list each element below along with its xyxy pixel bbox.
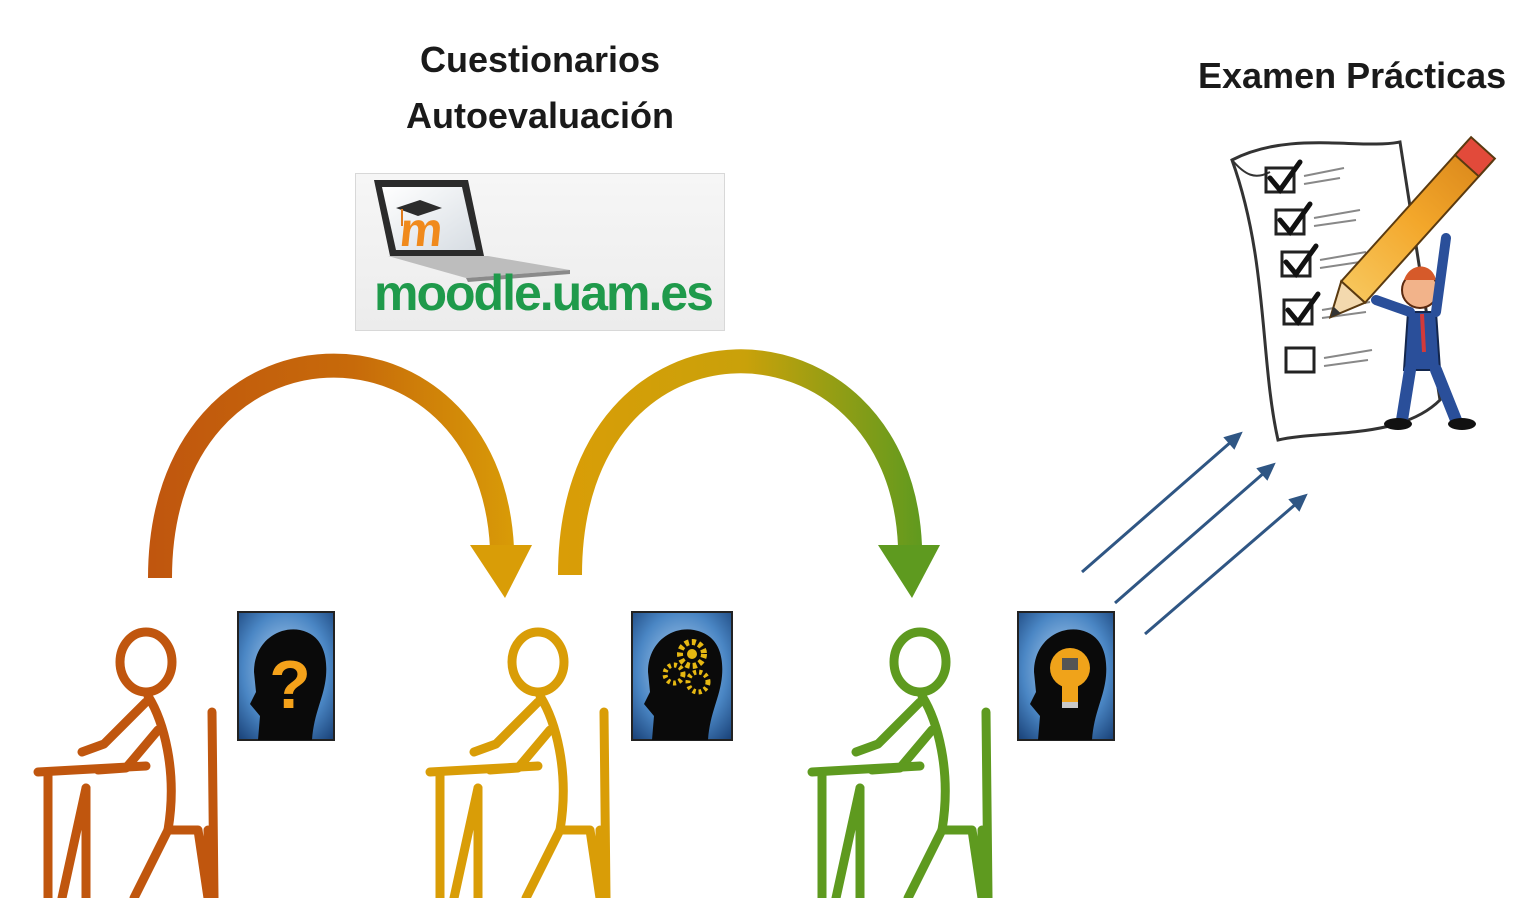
to-exam-arrows: [1081, 431, 1308, 636]
exam-title: Examen Prácticas: [1198, 55, 1507, 96]
progress-arrow-2: [558, 349, 940, 598]
student-figure-1: [33, 627, 219, 898]
gears-head-icon: [631, 611, 733, 741]
quizzes-title: Cuestionarios Autoevaluación: [340, 32, 740, 144]
svg-text:m: m: [397, 203, 445, 257]
quizzes-title-line2: Autoevaluación: [405, 95, 675, 136]
svg-text:?: ?: [269, 647, 311, 723]
moodle-logo: m moodle.uam.es: [355, 173, 725, 331]
student-at-desk-icon: [807, 627, 993, 898]
quizzes-title-line1: Cuestionarios: [419, 39, 661, 80]
lightbulb-head-icon: [1017, 611, 1115, 741]
student-at-desk-icon: [425, 627, 611, 898]
student-figure-3: [807, 627, 993, 898]
question-head-icon: ?: [237, 611, 335, 741]
moodle-laptop-icon: m: [374, 180, 570, 282]
checklist-pencil-icon: [1230, 135, 1497, 442]
student-figure-2: [425, 627, 611, 898]
student-at-desk-icon: [33, 627, 219, 898]
progress-arrow-1: [148, 353, 532, 598]
moodle-logo-text: moodle.uam.es: [374, 265, 714, 321]
